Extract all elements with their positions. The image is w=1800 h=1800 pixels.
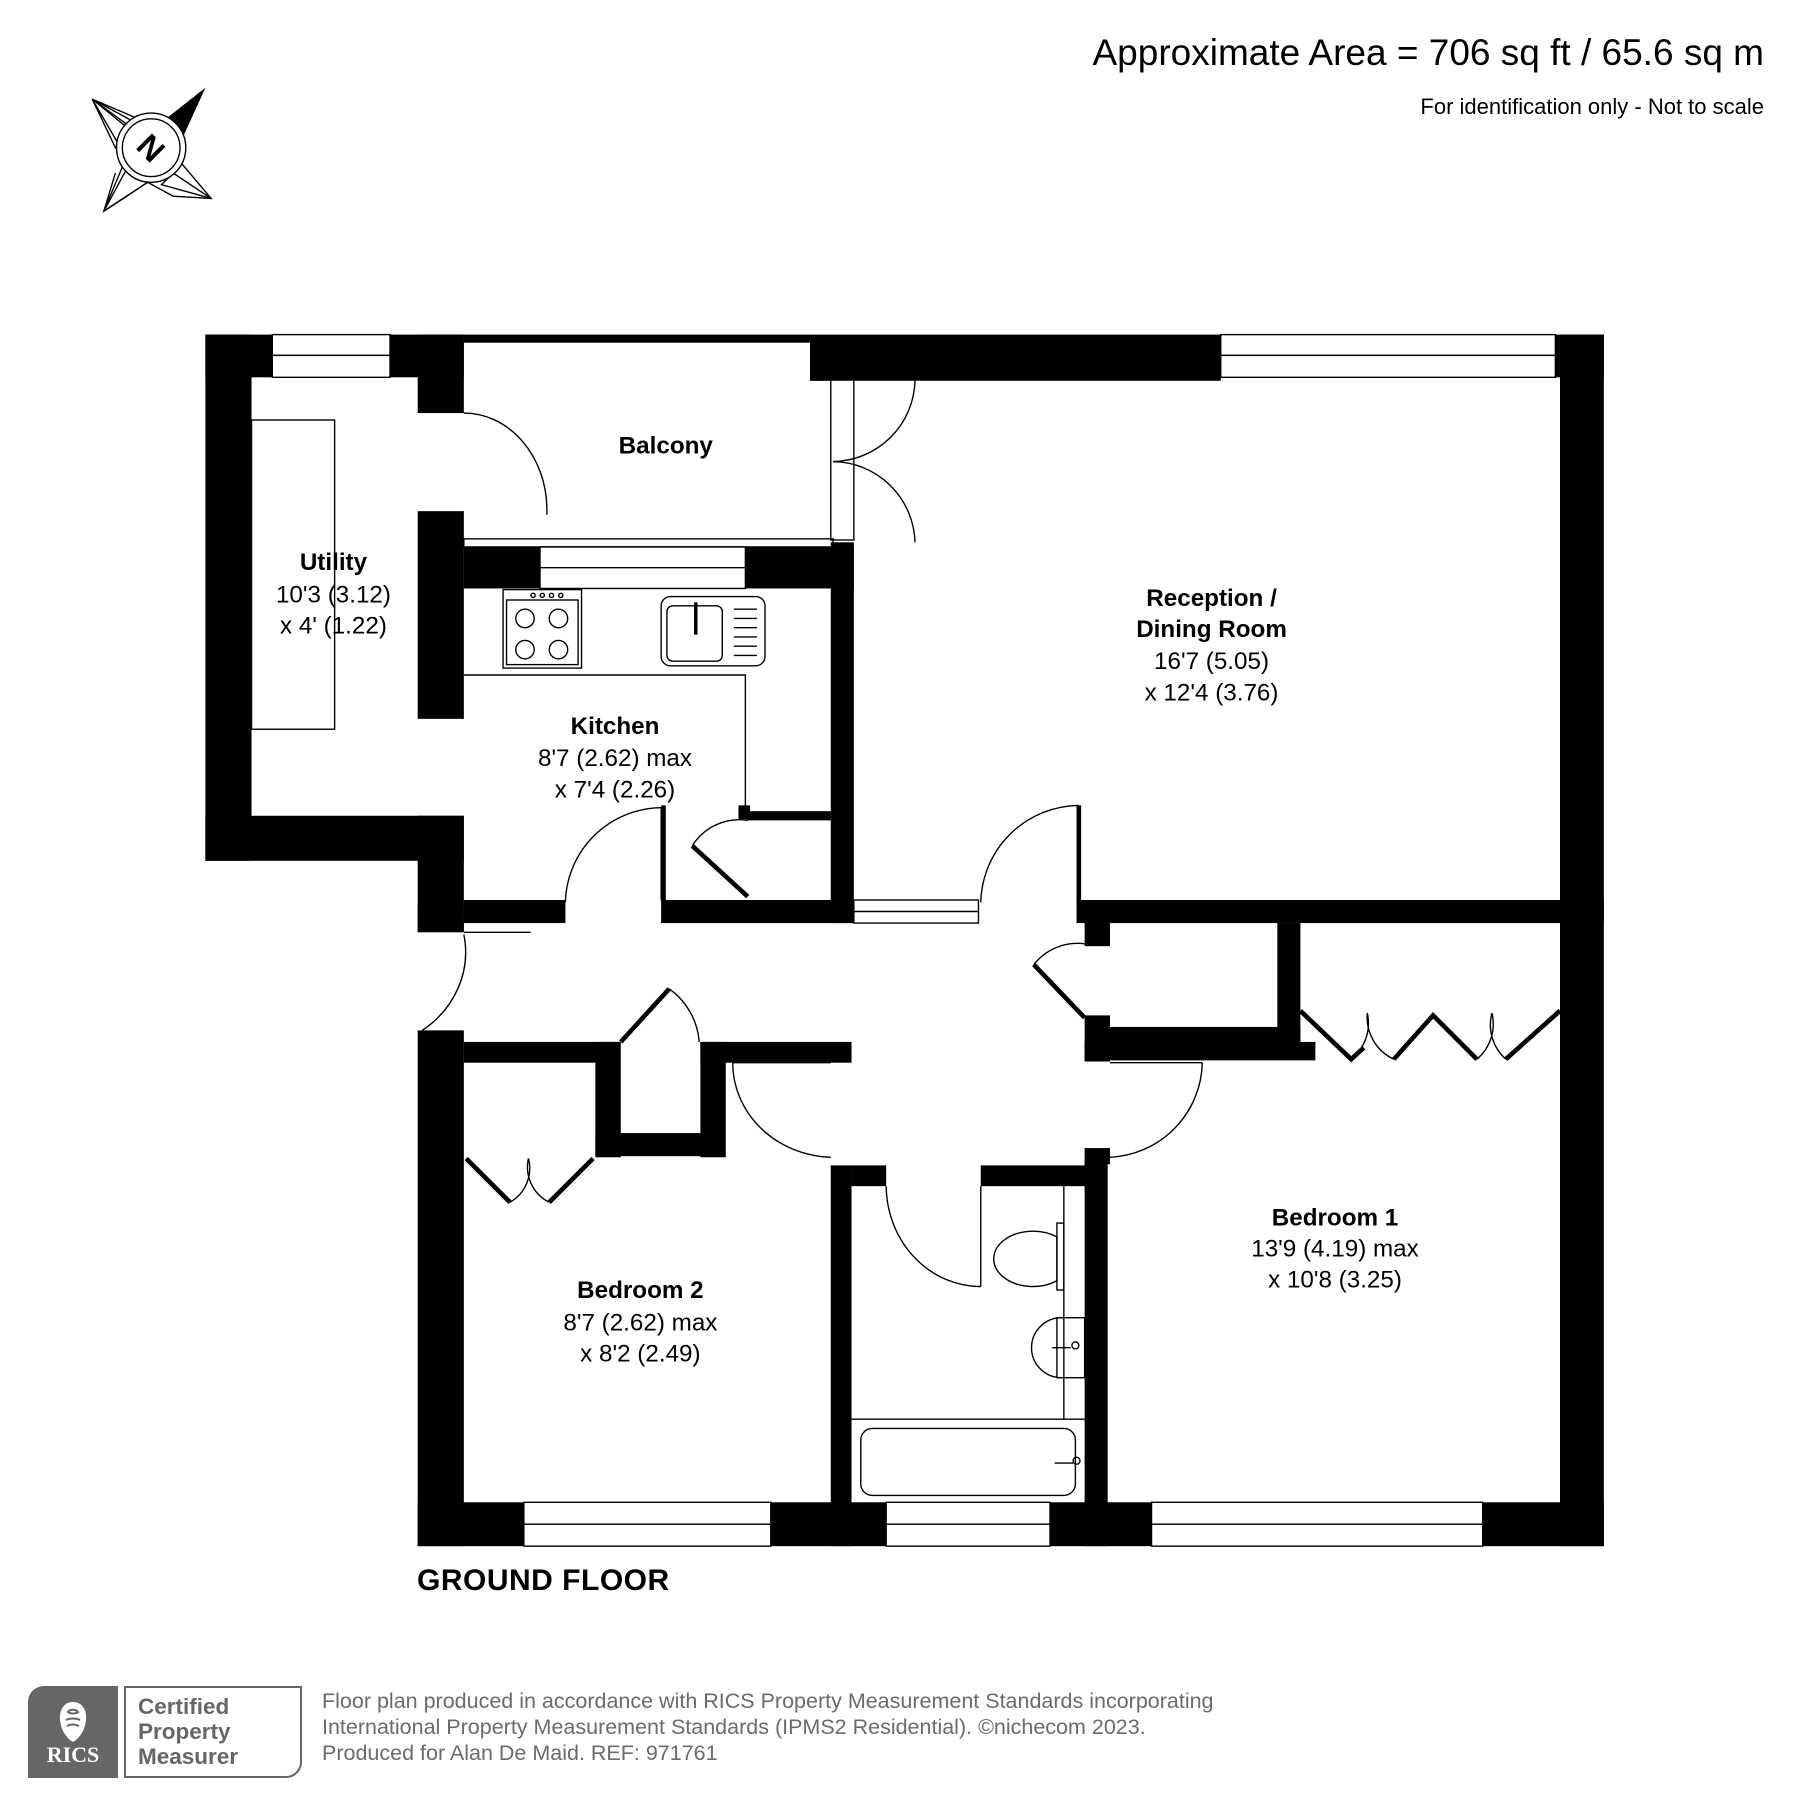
rics-badge-text: Certified Property Measurer [124, 1686, 302, 1778]
room-dim-bedroom1-1: 13'9 (4.19) max [1251, 1236, 1419, 1263]
room-dim-bedroom2-1: 8'7 (2.62) max [563, 1309, 717, 1336]
room-label-kitchen: Kitchen [571, 713, 660, 740]
rics-logo-panel: RICS [28, 1686, 118, 1778]
room-dim-kitchen-2: x 7'4 (2.26) [555, 776, 675, 803]
door-balcony-reception [833, 380, 916, 543]
door-bathroom [885, 1186, 982, 1288]
door-utility-balcony [463, 412, 548, 515]
room-dim-reception-1: 16'7 (5.05) [1154, 648, 1269, 675]
door-kitchen [564, 807, 662, 903]
floor-label: GROUND FLOOR [417, 1564, 670, 1597]
room-label-bedroom2: Bedroom 2 [577, 1277, 704, 1304]
badge-line-1: Certified [138, 1694, 230, 1719]
room-label-balcony: Balcony [619, 432, 714, 459]
room-label-reception-2: Dining Room [1136, 616, 1287, 643]
north-compass-icon: N [91, 87, 213, 213]
door-entrance [421, 931, 531, 1031]
footer-notes: Floor plan produced in accordance with R… [322, 1688, 1214, 1766]
door-hall-cupboard [619, 987, 700, 1044]
basin-icon [1030, 1317, 1086, 1379]
room-dim-kitchen-1: 8'7 (2.62) max [538, 745, 692, 772]
rics-certified-badge: RICS Certified Property Measurer [28, 1686, 304, 1778]
door-reception [980, 804, 1080, 903]
wardrobe-bedroom2 [464, 1156, 595, 1204]
bath-icon [860, 1427, 1081, 1497]
room-label-bedroom1: Bedroom 1 [1272, 1204, 1399, 1231]
sink-icon [660, 595, 766, 667]
door-bedroom2 [732, 1061, 831, 1158]
hob-icon [502, 588, 583, 669]
door-kitchen-cupboard [690, 819, 750, 899]
toilet-icon [993, 1222, 1065, 1291]
room-dim-bedroom2-2: x 8'2 (2.49) [580, 1341, 700, 1368]
rics-lion-icon [59, 1702, 87, 1742]
rics-org-label: RICS [46, 1742, 100, 1767]
footer-line-3: Produced for Alan De Maid. REF: 971761 [322, 1741, 718, 1765]
footer-line-2: International Property Measurement Stand… [322, 1715, 1146, 1739]
badge-line-3: Measurer [138, 1744, 239, 1769]
room-label-utility: Utility [300, 549, 368, 576]
wardrobe-bedroom1 [1298, 1009, 1562, 1063]
approximate-area-title: Approximate Area = 706 sq ft / 65.6 sq m [1092, 32, 1764, 73]
not-to-scale-note: For identification only - Not to scale [1420, 94, 1764, 119]
room-dim-bedroom1-2: x 10'8 (3.25) [1268, 1267, 1402, 1294]
room-label-reception-1: Reception / [1146, 585, 1277, 612]
room-dim-reception-2: x 12'4 (3.76) [1145, 679, 1279, 706]
door-bedroom1 [1109, 1061, 1203, 1158]
footer-line-1: Floor plan produced in accordance with R… [322, 1689, 1214, 1713]
room-dim-utility-2: x 4' (1.22) [280, 612, 387, 639]
door-hall-store [1032, 942, 1087, 1020]
badge-line-2: Property [138, 1719, 231, 1744]
room-dim-utility-1: 10'3 (3.12) [276, 581, 391, 608]
